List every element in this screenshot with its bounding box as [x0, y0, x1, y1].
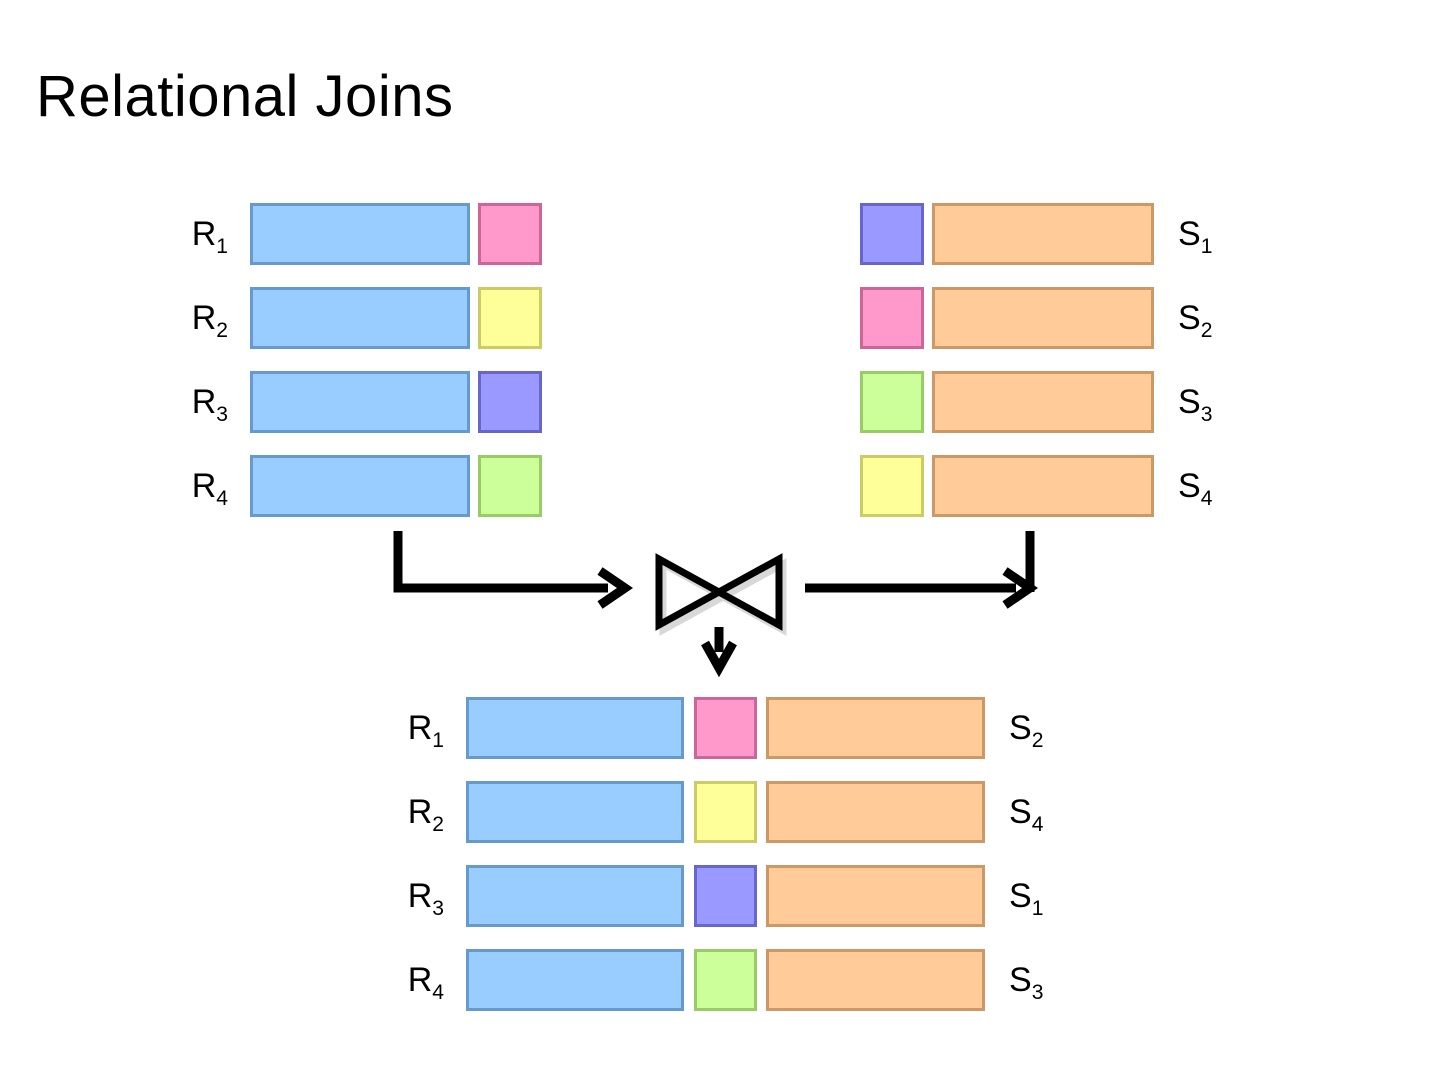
table-row: R4 [0, 455, 1440, 517]
arrow-r-to-join [393, 531, 634, 609]
bowtie-join-icon [655, 553, 787, 636]
relation-subscript: 2 [1200, 318, 1213, 342]
row-label-s3: S3 [1178, 371, 1258, 433]
relation-letter: R [407, 709, 433, 747]
table-row: S1 [0, 203, 1440, 265]
row-label-s2: S2 [1178, 287, 1258, 349]
result-right-label-s4: S4 [1009, 781, 1089, 843]
tuple-body-bar [250, 455, 470, 517]
table-row: S2 [0, 287, 1440, 349]
tuple-body-bar [932, 455, 1154, 517]
table-row: R1 [0, 203, 1440, 265]
relation-letter: S [1178, 383, 1201, 421]
relation-letter: R [191, 215, 217, 253]
table-row: S3 [0, 371, 1440, 433]
result-right-label-s3: S3 [1009, 949, 1089, 1011]
relation-letter: R [191, 383, 217, 421]
result-right-label-s1: S1 [1009, 865, 1089, 927]
tuple-body-bar [466, 865, 684, 927]
table-row: R3 S1 [0, 865, 1440, 927]
join-key-yellow [478, 287, 542, 349]
arrow-join-to-s [805, 531, 1039, 609]
row-label-s4: S4 [1178, 455, 1258, 517]
join-key-pink [478, 203, 542, 265]
arrow-join-to-result [701, 627, 737, 678]
relation-subscript: 4 [216, 486, 228, 510]
row-label-s1: S1 [1178, 203, 1258, 265]
relation-subscript: 1 [1200, 234, 1213, 258]
tuple-body-bar [766, 781, 985, 843]
relation-letter: R [407, 961, 433, 999]
relation-letter: S [1009, 709, 1032, 747]
relation-letter: R [191, 299, 217, 337]
relation-subscript: 3 [216, 402, 228, 426]
tuple-body-bar [766, 697, 985, 759]
relation-letter: S [1178, 467, 1201, 505]
tuple-body-bar [932, 371, 1154, 433]
relation-letter: R [407, 793, 433, 831]
result-left-label-r4: R4 [366, 949, 444, 1011]
result-right-label-s2: S2 [1009, 697, 1089, 759]
join-key-green [860, 371, 924, 433]
relation-subscript: 1 [216, 234, 228, 258]
page-title: Relational Joins [36, 64, 454, 129]
tuple-body-bar [466, 697, 684, 759]
row-label-r3: R3 [150, 371, 228, 433]
relation-subscript: 2 [216, 318, 228, 342]
relation-subscript: 3 [1031, 980, 1044, 1004]
join-key-purple [860, 203, 924, 265]
row-label-r1: R1 [150, 203, 228, 265]
relation-subscript: 3 [1200, 402, 1213, 426]
relation-subscript: 1 [432, 728, 444, 752]
table-row: S4 [0, 455, 1440, 517]
relation-subscript: 3 [432, 896, 444, 920]
join-key-purple [694, 865, 757, 927]
relation-subscript: 1 [1031, 896, 1044, 920]
tuple-body-bar [466, 949, 684, 1011]
relation-letter: S [1178, 299, 1201, 337]
relation-subscript: 2 [1031, 728, 1044, 752]
row-label-r4: R4 [150, 455, 228, 517]
join-key-yellow [860, 455, 924, 517]
table-row: R2 [0, 287, 1440, 349]
relation-letter: R [407, 877, 433, 915]
tuple-body-bar [766, 865, 985, 927]
relation-subscript: 4 [1200, 486, 1213, 510]
join-key-green [694, 949, 757, 1011]
tuple-body-bar [250, 371, 470, 433]
relation-letter: S [1009, 793, 1032, 831]
result-left-label-r2: R2 [366, 781, 444, 843]
result-left-label-r1: R1 [366, 697, 444, 759]
table-row: R2 S4 [0, 781, 1440, 843]
join-key-yellow [694, 781, 757, 843]
relation-letter: S [1009, 961, 1032, 999]
relation-letter: R [191, 467, 217, 505]
join-key-green [478, 455, 542, 517]
relation-subscript: 4 [1031, 812, 1044, 836]
table-row: R1 S2 [0, 697, 1440, 759]
tuple-body-bar [250, 287, 470, 349]
tuple-body-bar [932, 203, 1154, 265]
tuple-body-bar [766, 949, 985, 1011]
result-left-label-r3: R3 [366, 865, 444, 927]
relation-letter: S [1009, 877, 1032, 915]
table-row: R3 [0, 371, 1440, 433]
join-key-pink [694, 697, 757, 759]
join-key-purple [478, 371, 542, 433]
tuple-body-bar [932, 287, 1154, 349]
tuple-body-bar [466, 781, 684, 843]
relation-subscript: 2 [432, 812, 444, 836]
relation-letter: S [1178, 215, 1201, 253]
relation-subscript: 4 [432, 980, 444, 1004]
table-row: R4 S3 [0, 949, 1440, 1011]
join-key-pink [860, 287, 924, 349]
tuple-body-bar [250, 203, 470, 265]
row-label-r2: R2 [150, 287, 228, 349]
